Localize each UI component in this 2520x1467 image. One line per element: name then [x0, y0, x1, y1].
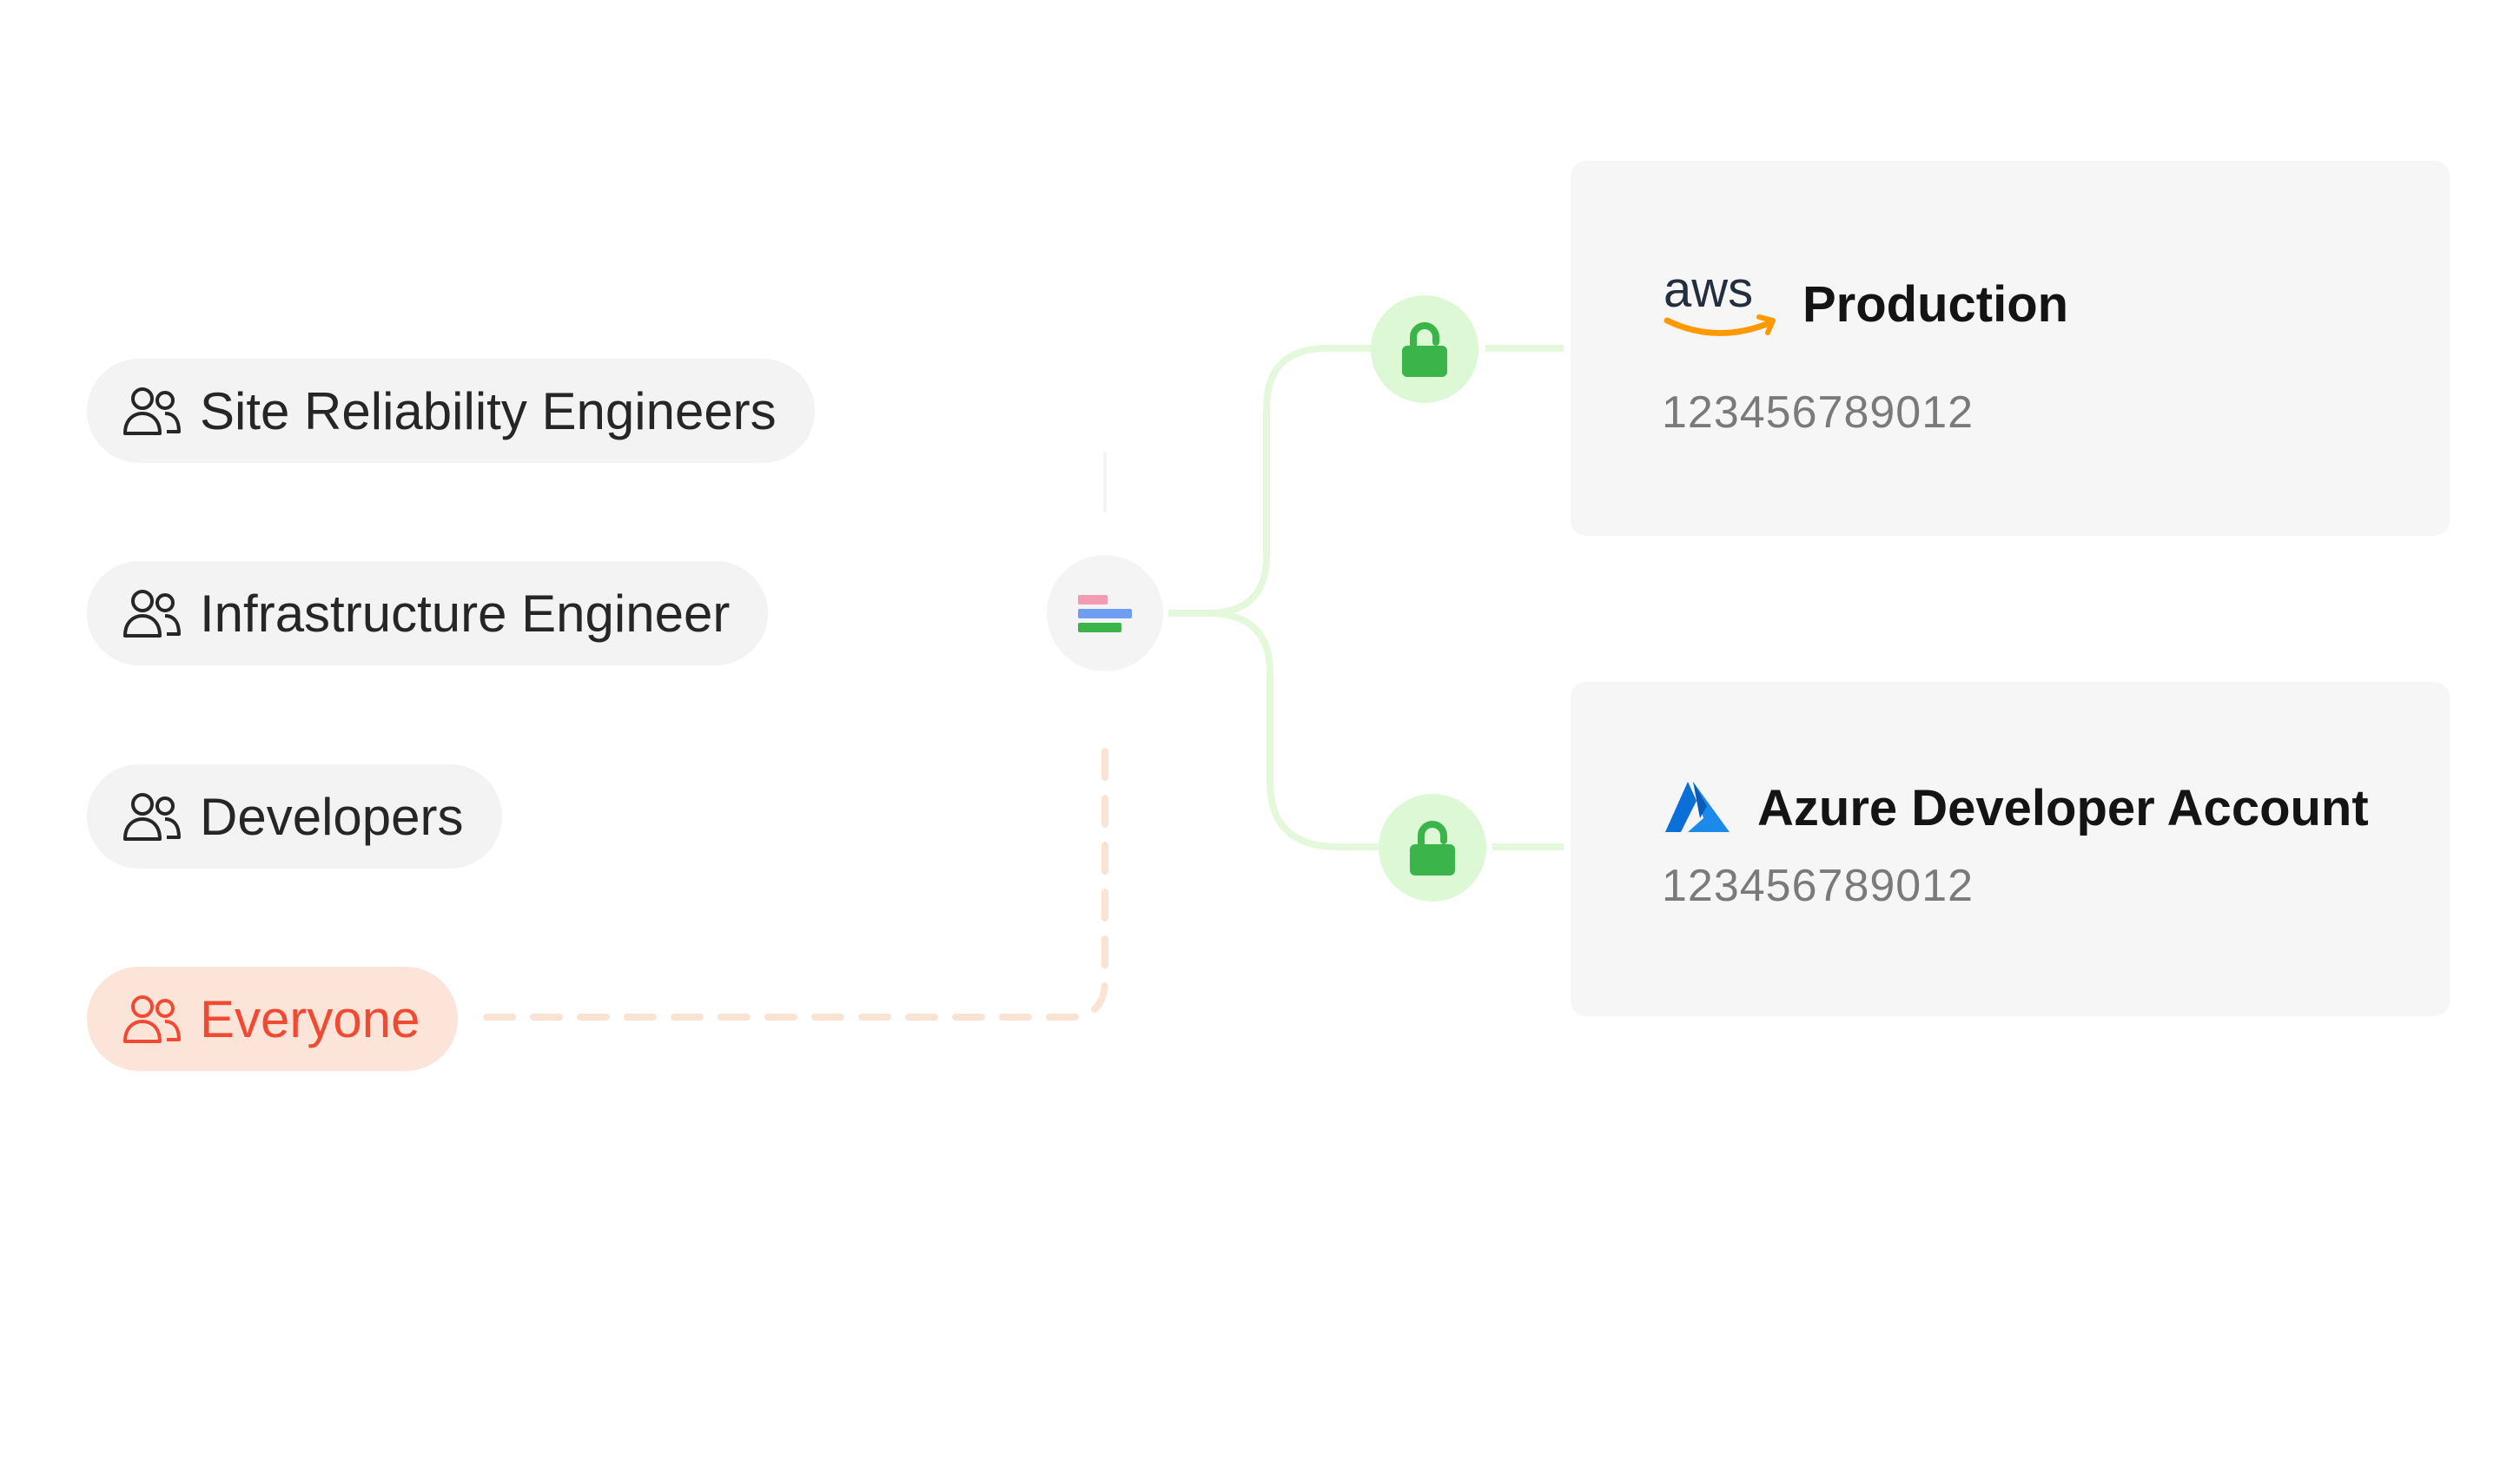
account-id: 123456789012 [1662, 387, 1974, 438]
account-name: Azure Developer Account [1757, 780, 2369, 836]
lock-icon [1410, 821, 1455, 876]
account-id: 123456789012 [1662, 861, 1974, 911]
policy-hub[interactable] [1047, 555, 1163, 671]
group-pill-everyone[interactable]: Everyone [87, 967, 459, 1071]
group-pill-infrastructure-engineer[interactable]: Infrastructure Engineer [87, 561, 769, 665]
users-icon [123, 590, 181, 638]
users-icon [123, 995, 181, 1043]
group-pill-site-reliability-engineers[interactable]: Site Reliability Engineers [87, 359, 815, 463]
account-card-header: aws Production [1662, 265, 2068, 343]
group-label: Developers [200, 787, 464, 846]
everyone-connector [483, 743, 1108, 1021]
policy-icon [1078, 595, 1132, 632]
group-pill-developers[interactable]: Developers [87, 764, 502, 869]
aws-logo-text: aws [1663, 265, 1753, 318]
aws-logo: aws [1663, 265, 1776, 336]
users-icon [123, 793, 181, 841]
lock-node-azure[interactable] [1379, 794, 1486, 902]
group-label: Everyone [200, 989, 420, 1048]
azure-logo [1665, 781, 1730, 832]
production-connector [1168, 345, 1372, 617]
group-label: Infrastructure Engineer [200, 584, 731, 643]
lock-node-production[interactable] [1371, 295, 1478, 403]
lock-icon [1402, 322, 1447, 377]
group-label: Site Reliability Engineers [200, 381, 777, 440]
azure-connector [1207, 610, 1379, 850]
account-card-azure[interactable]: Azure Developer Account 123456789012 [1571, 682, 2450, 1016]
users-icon [123, 387, 181, 435]
account-card-aws[interactable]: aws Production 123456789012 [1571, 161, 2450, 536]
account-name: Production [1802, 275, 2069, 333]
account-card-header: Azure Developer Account [1662, 779, 2369, 837]
